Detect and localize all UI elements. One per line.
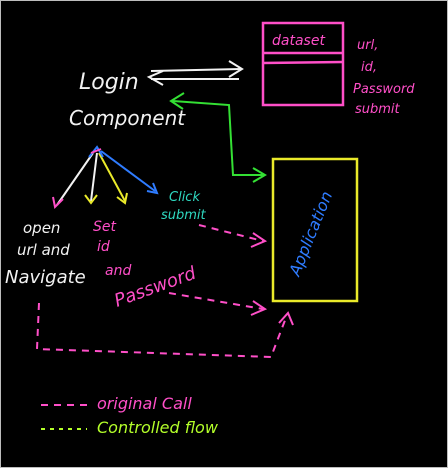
- application-box: Application: [271, 157, 359, 303]
- legend-original-call: original Call: [97, 394, 192, 413]
- login-component-label-2: Component: [69, 106, 186, 130]
- action-arrows: [52, 145, 159, 210]
- original-call-paths: [35, 224, 288, 359]
- set-id-line: Set: [93, 219, 117, 235]
- click-submit-line: Click: [169, 190, 200, 205]
- login-component-label: Login: [79, 70, 139, 95]
- set-id-node: Set id and Password: [93, 219, 199, 312]
- dataset-note-line: url,: [357, 38, 378, 53]
- click-submit-node: Click submit: [161, 190, 207, 223]
- dataset-note-line: id,: [361, 60, 377, 75]
- application-label: Application: [285, 188, 336, 279]
- white-double-arrow: [146, 60, 244, 86]
- click-submit-line: submit: [161, 208, 207, 223]
- dataset-note: url, id, Password submit: [353, 38, 415, 117]
- open-url-node: open url and Navigate: [5, 219, 86, 288]
- open-url-line: Navigate: [5, 267, 86, 288]
- original-call-arrowheads: [250, 232, 294, 326]
- legend: original Call Controlled flow: [41, 394, 219, 437]
- dataset-box: dataset: [261, 21, 345, 107]
- open-url-line: url and: [17, 241, 70, 259]
- open-url-line: open: [23, 219, 60, 237]
- dataset-note-line: Password: [353, 82, 415, 97]
- dataset-label: dataset: [272, 33, 325, 49]
- set-id-line: id: [97, 239, 110, 255]
- dataset-note-line: submit: [355, 102, 401, 117]
- legend-controlled-flow: Controlled flow: [97, 418, 219, 437]
- set-id-line: and: [105, 263, 131, 279]
- green-flow-arrow: [169, 92, 267, 183]
